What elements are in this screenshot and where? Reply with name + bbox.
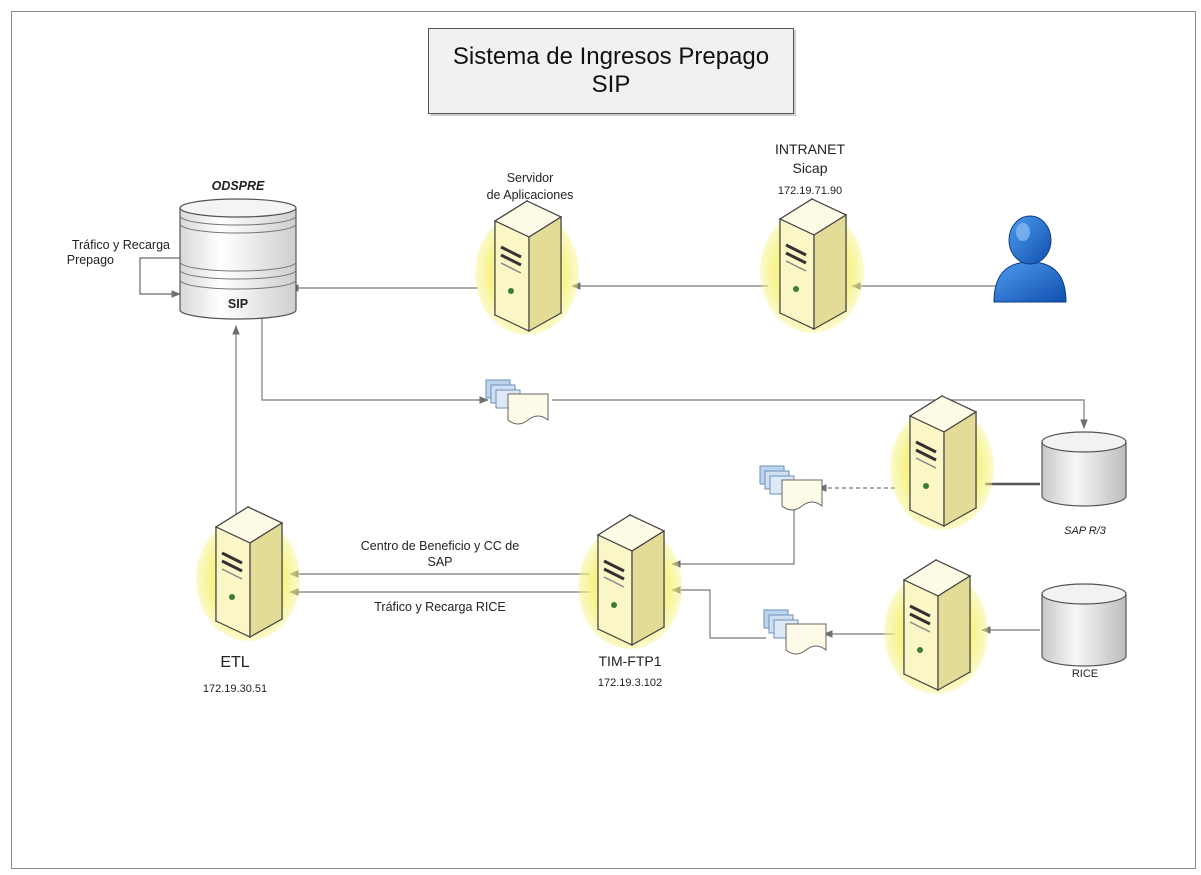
etl-server-icon [194, 505, 302, 643]
user-icon [993, 215, 1067, 303]
traffic-loop-arrow [139, 257, 181, 298]
etl-label: ETL [220, 654, 250, 671]
rice-docs-to-ftp-arrow [671, 586, 766, 639]
flow-centro-label-2: SAP [427, 555, 453, 569]
title-box: Sistema de Ingresos Prepago SIP [428, 28, 794, 114]
ftp-server-icon [576, 513, 684, 651]
sap-r3-label: SAP R/3 [1064, 525, 1106, 537]
intranet-server-icon [758, 197, 866, 335]
document-stack-icon [485, 379, 549, 425]
etl-ip: 172.19.30.51 [202, 683, 268, 695]
sicap-label: Sicap [792, 160, 828, 176]
app-server-label-1: Servidor [506, 171, 554, 185]
intranet-label: INTRANET [775, 141, 845, 157]
rice-label: RICE [1071, 668, 1099, 680]
loop-label-line-1: Tráfico y Recarga [71, 238, 170, 252]
sap-docs-to-ftp-arrow [671, 500, 795, 568]
sap-document-stack-icon [759, 465, 823, 511]
sip-to-docs-arrow [261, 318, 489, 404]
title-line-1: Sistema de Ingresos Prepago [452, 43, 770, 70]
sip-db-label: SIP [227, 297, 249, 311]
sap-server-icon [888, 394, 996, 532]
loop-label-line-2: Prepago [66, 253, 114, 267]
diagram-frame [11, 11, 1196, 869]
flow-trafico-rice-label: Tráfico y Recarga RICE [374, 600, 506, 614]
sap-database-icon [1041, 431, 1127, 507]
odspre-label: ODSPRE [211, 179, 265, 193]
rice-database-icon [1041, 583, 1127, 667]
app-server-icon [473, 199, 581, 337]
app-server-label-2: de Aplicaciones [486, 188, 574, 202]
rice-document-stack-icon [763, 609, 827, 655]
flow-centro-label-1: Centro de Beneficio y CC de [360, 539, 520, 553]
tim-ftp1-label: TIM-FTP1 [598, 653, 662, 669]
database-icon [179, 198, 297, 320]
intranet-ip: 172.19.71.90 [777, 185, 843, 197]
rice-server-icon [882, 558, 990, 696]
tim-ftp1-ip: 172.19.3.102 [597, 677, 663, 689]
title-line-2: SIP [591, 71, 631, 98]
docs-to-sap-arrow [552, 399, 1088, 429]
